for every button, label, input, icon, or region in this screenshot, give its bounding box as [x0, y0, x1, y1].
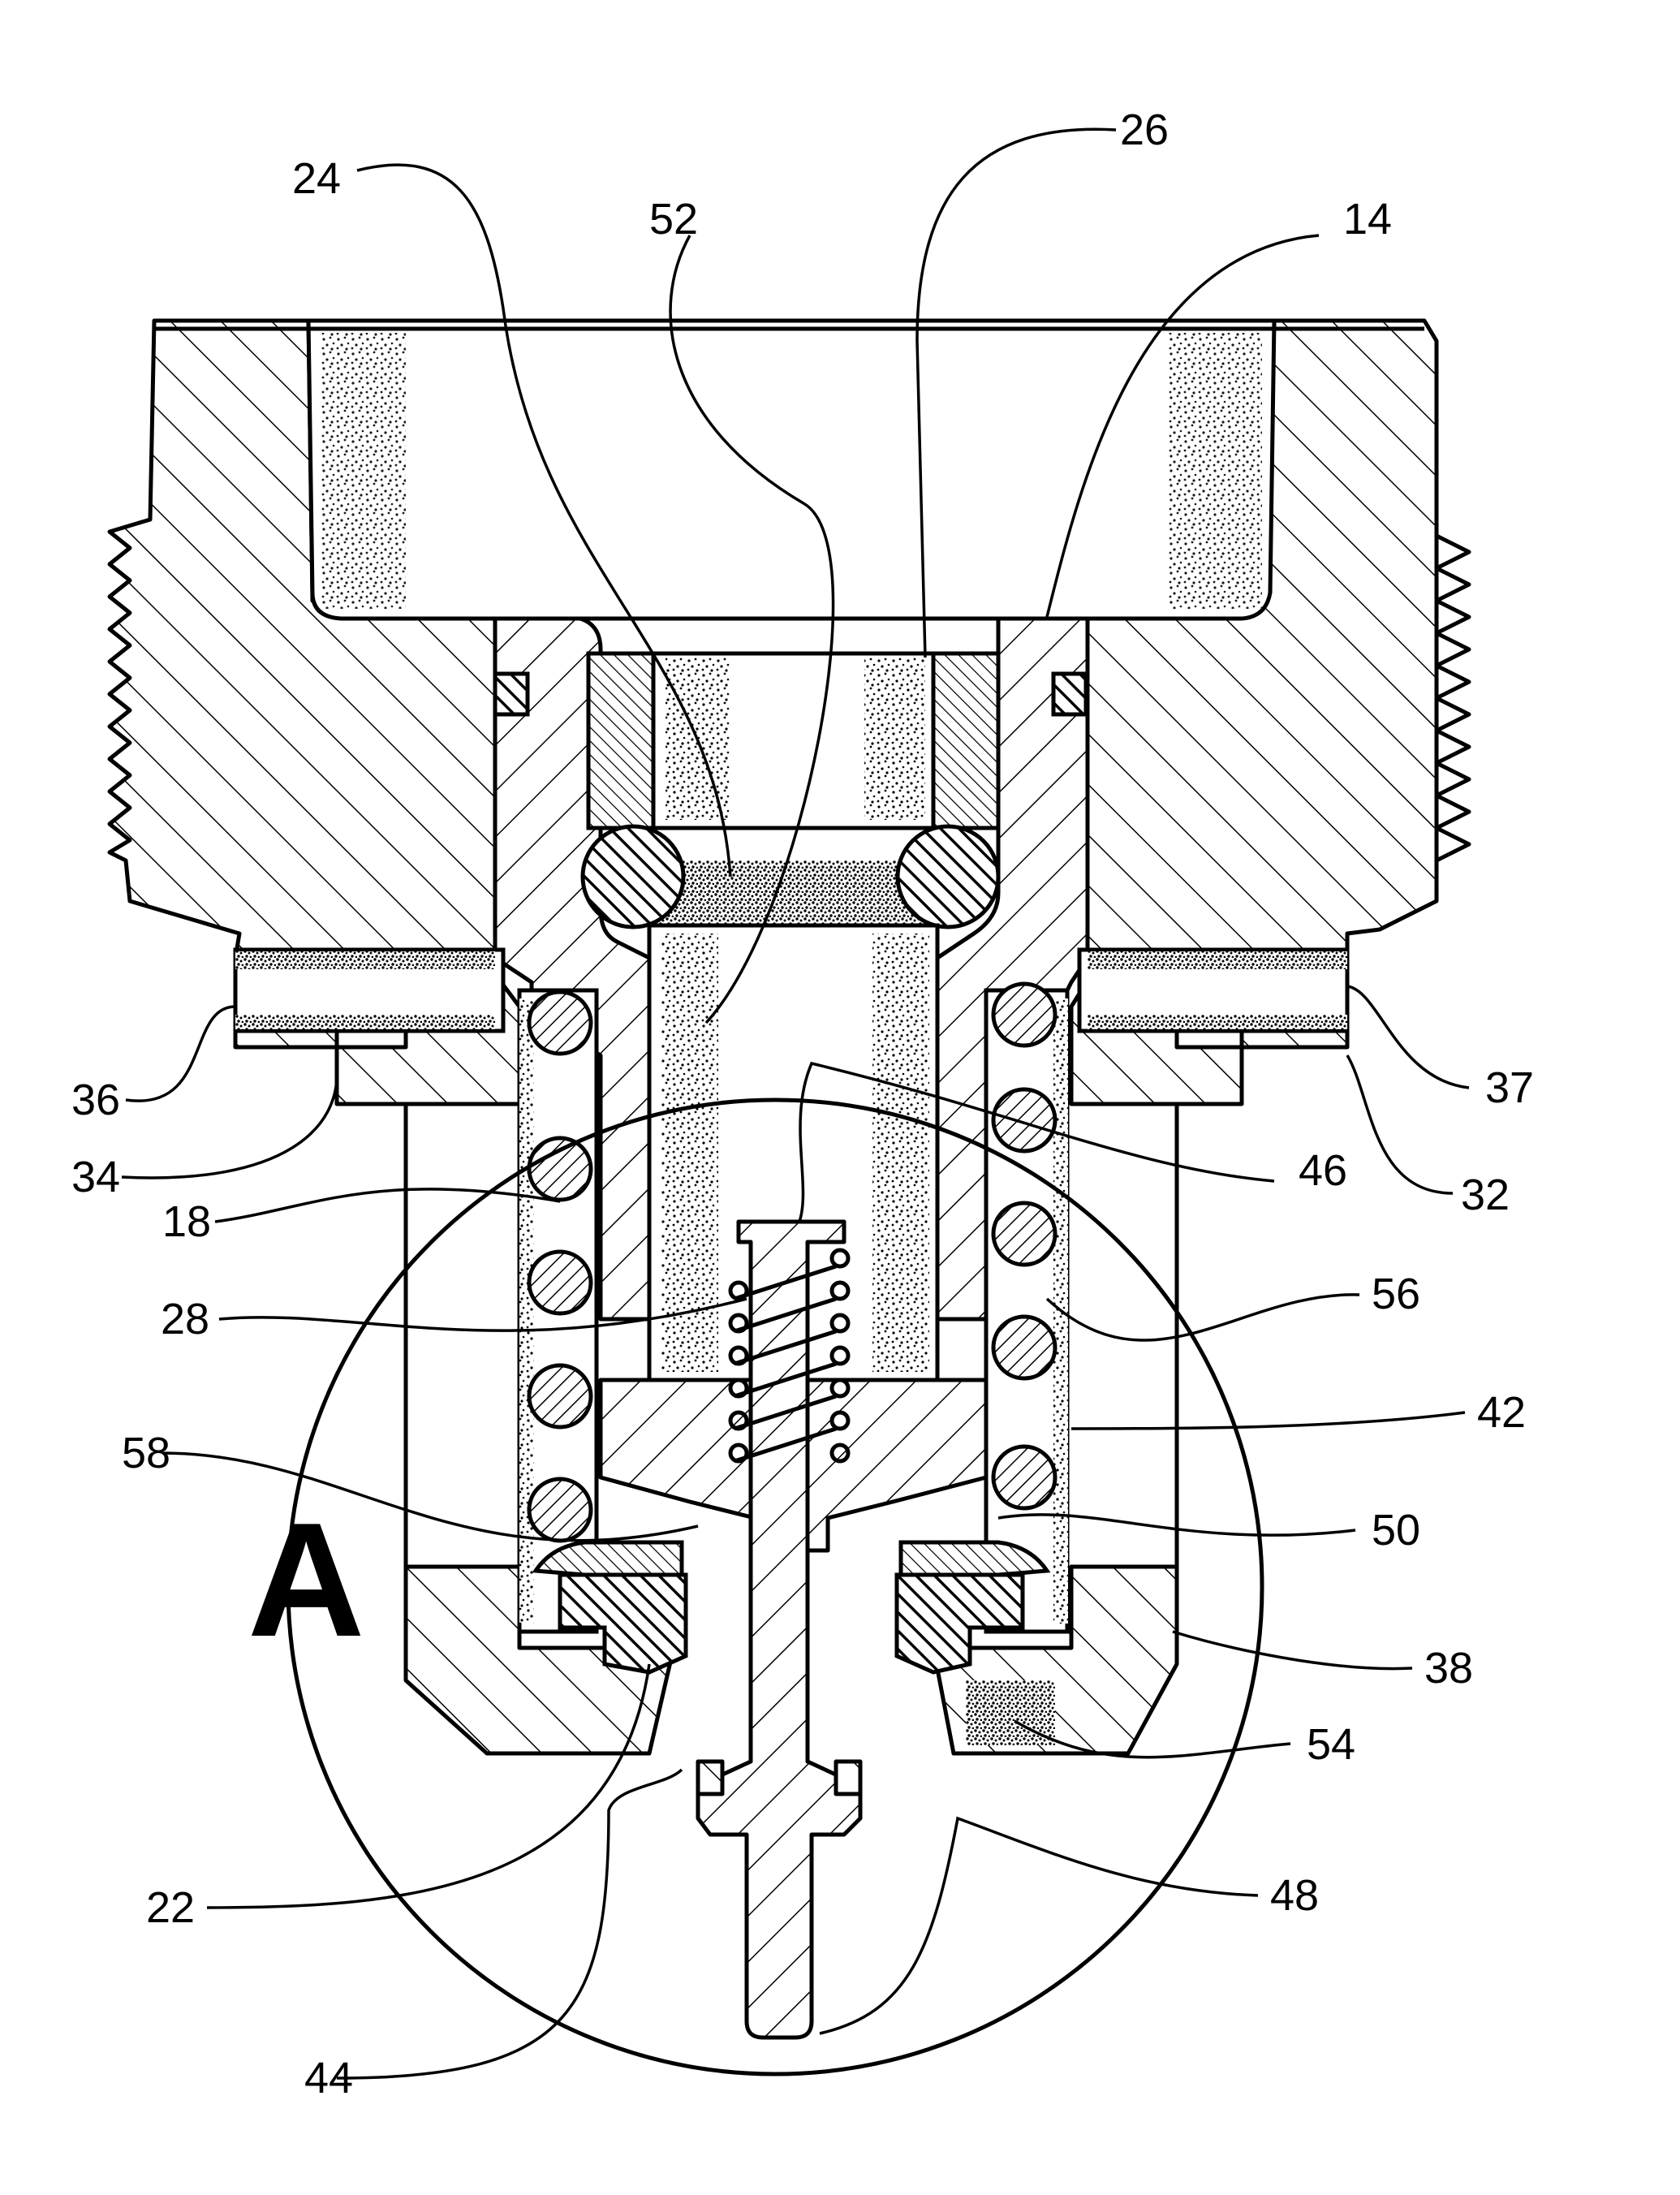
- ref-32: 32: [1461, 1171, 1510, 1219]
- ref-44: 44: [304, 2054, 353, 2102]
- ref-34: 34: [71, 1153, 120, 1201]
- retaining-ring: [588, 653, 998, 828]
- ref-54: 54: [1307, 1720, 1355, 1769]
- ref-14: 14: [1343, 195, 1392, 244]
- ref-22: 22: [146, 1883, 195, 1932]
- ref-36: 36: [71, 1076, 120, 1124]
- ref-37: 37: [1485, 1063, 1534, 1112]
- ref-28: 28: [161, 1295, 209, 1343]
- ref-24: 24: [292, 154, 341, 203]
- o-ring-pair: [583, 826, 998, 927]
- view-label: A: [248, 1490, 364, 1671]
- ref-46: 46: [1299, 1146, 1347, 1195]
- ref-48: 48: [1270, 1871, 1319, 1920]
- ref-50: 50: [1372, 1506, 1420, 1555]
- ref-42: 42: [1477, 1388, 1526, 1437]
- ref-52: 52: [649, 195, 698, 244]
- ref-18: 18: [162, 1197, 211, 1246]
- ref-38: 38: [1424, 1644, 1473, 1693]
- ref-26: 26: [1120, 106, 1169, 154]
- ref-58: 58: [122, 1429, 170, 1477]
- ref-56: 56: [1372, 1270, 1420, 1318]
